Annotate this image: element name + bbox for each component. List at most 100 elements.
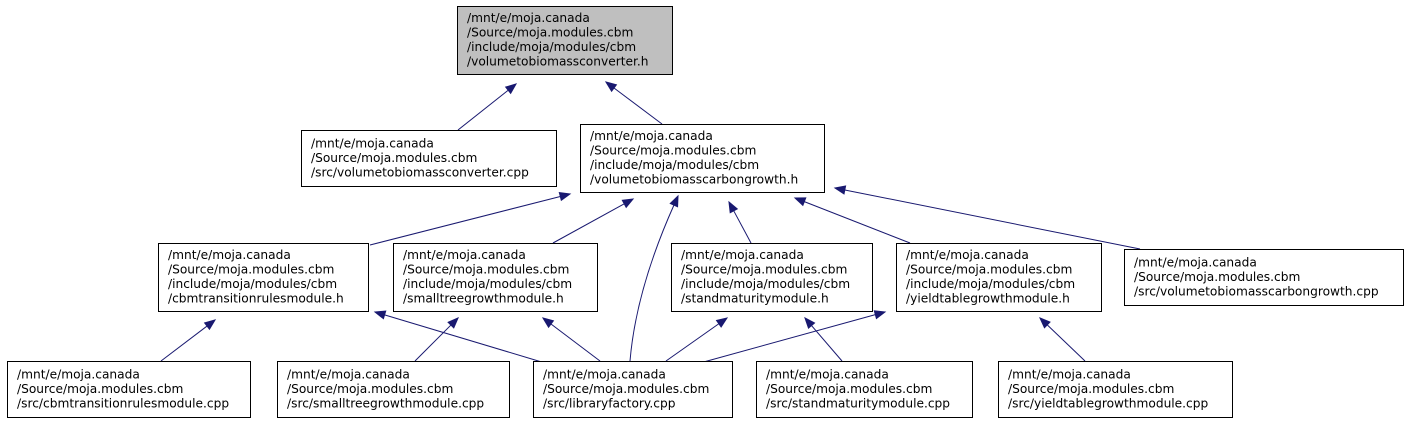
node-box (457, 6, 673, 75)
node-box (671, 243, 873, 312)
node-label-line: /src/volumetobiomassconverter.cpp (311, 165, 529, 179)
edge-vbcg_cpp-to-vbcg_h (833, 185, 1141, 250)
edge-vbcg_h-to-root (604, 81, 663, 125)
node-label-line: /mnt/e/moja.canada (403, 248, 526, 262)
node-label-line: /Source/moja.modules.cbm (1008, 382, 1174, 396)
node-label-line: /Source/moja.modules.cbm (403, 263, 569, 277)
node-label-line: /volumetobiomassconverter.h (467, 55, 648, 69)
edge-line (369, 195, 561, 246)
node-label-line: /Source/moja.modules.cbm (543, 382, 709, 396)
node-vbcg-cpp[interactable]: /mnt/e/moja.canada/Source/moja.modules.c… (1124, 249, 1404, 306)
node-label-line: /src/yieldtablegrowthmodule.cpp (1008, 396, 1208, 410)
arrowhead (447, 317, 459, 329)
node-label-line: /yieldtablegrowthmodule.h (906, 292, 1070, 306)
node-label-line: /src/smalltreegrowthmodule.cpp (287, 396, 484, 410)
arrowhead (715, 317, 729, 328)
node-label-line: /src/libraryfactory.cpp (543, 396, 676, 410)
node-label-line: /mnt/e/moja.canada (543, 367, 666, 381)
node-label-line: /Source/moja.modules.cbm (906, 263, 1072, 277)
edge-line (550, 323, 601, 362)
edge-line (804, 201, 911, 244)
arrowhead (203, 319, 217, 331)
node-ctr-h[interactable]: /mnt/e/moja.canada/Source/moja.modules.c… (158, 243, 369, 312)
node-root: /mnt/e/moja.canada/Source/moja.modules.c… (457, 6, 673, 75)
arrowhead (873, 310, 887, 320)
arrowhead (728, 200, 739, 214)
edge-stg_cpp-to-stg_h (414, 317, 459, 362)
node-stg-h[interactable]: /mnt/e/moja.canada/Source/moja.modules.c… (393, 243, 598, 312)
node-box (756, 361, 973, 418)
node-ytg-cpp[interactable]: /mnt/e/moja.canada/Source/moja.modules.c… (998, 361, 1233, 418)
node-label-line: /mnt/e/moja.canada (1134, 255, 1257, 269)
edge-sm_cpp-to-sm_h (804, 316, 843, 362)
node-label-line: /mnt/e/moja.canada (766, 367, 889, 381)
edge-line (552, 203, 625, 244)
node-label-line: /include/moja/modules/cbm (403, 277, 572, 291)
edge-lf_cpp-to-vbcg_h (629, 194, 679, 362)
edge-line (699, 314, 876, 364)
node-stg-cpp[interactable]: /mnt/e/moja.canada/Source/moja.modules.c… (277, 361, 510, 418)
node-label-line: /src/cbmtransitionrulesmodule.cpp (17, 396, 229, 410)
arrowhead (558, 192, 572, 202)
node-label-line: /Source/moja.modules.cbm (17, 382, 183, 396)
node-box (7, 361, 251, 418)
edge-ytg_cpp-to-ytg_h (1039, 317, 1086, 362)
node-label-line: /Source/moja.modules.cbm (590, 144, 756, 158)
nodes-layer: /mnt/e/moja.canada/Source/moja.modules.c… (7, 6, 1404, 418)
node-label-line: /Source/moja.modules.cbm (681, 263, 847, 277)
edge-line (613, 87, 663, 125)
edge-line (160, 325, 208, 362)
node-label-line: /mnt/e/moja.canada (467, 11, 590, 25)
node-box (1124, 249, 1404, 306)
edge-line (844, 189, 1141, 250)
arrowhead (541, 317, 555, 329)
node-label-line: /standmaturitymodule.h (681, 292, 829, 306)
arrowhead (621, 198, 635, 209)
node-label-line: /mnt/e/moja.canada (1008, 367, 1131, 381)
edge-line (384, 314, 546, 364)
node-box (580, 124, 825, 193)
node-box (896, 243, 1102, 312)
edge-line (1046, 324, 1086, 362)
edge-line (665, 323, 720, 362)
edges-layer (160, 81, 1141, 364)
node-label-line: /mnt/e/moja.canada (906, 248, 1029, 262)
edge-lf_cpp-to-ctr_h (373, 310, 546, 364)
node-lf-cpp[interactable]: /mnt/e/moja.canada/Source/moja.modules.c… (533, 361, 733, 418)
node-label-line: /mnt/e/moja.canada (681, 248, 804, 262)
edge-vbc_cpp-to-root (457, 83, 518, 131)
node-vbc-cpp[interactable]: /mnt/e/moja.canada/Source/moja.modules.c… (301, 130, 557, 187)
node-label-line: /mnt/e/moja.canada (287, 367, 410, 381)
edge-line (629, 204, 675, 362)
arrowhead (804, 316, 816, 330)
node-label-line: /Source/moja.modules.cbm (766, 382, 932, 396)
edge-sm_h-to-vbcg_h (728, 200, 752, 244)
node-label-line: /mnt/e/moja.canada (17, 367, 140, 381)
edge-stg_h-to-vbcg_h (552, 198, 635, 244)
node-label-line: /src/volumetobiomasscarbongrowth.cpp (1134, 284, 1379, 298)
arrowhead (833, 185, 847, 195)
arrowhead (604, 81, 618, 93)
node-label-line: /mnt/e/moja.canada (590, 129, 713, 143)
edge-line (733, 210, 752, 244)
node-label-line: /mnt/e/moja.canada (168, 248, 291, 262)
node-label-line: /cbmtransitionrulesmodule.h (168, 292, 344, 306)
node-label-line: /src/standmaturitymodule.cpp (766, 396, 950, 410)
node-sm-cpp[interactable]: /mnt/e/moja.canada/Source/moja.modules.c… (756, 361, 973, 418)
node-box (393, 243, 598, 312)
node-ytg-h[interactable]: /mnt/e/moja.canada/Source/moja.modules.c… (896, 243, 1102, 312)
node-box (533, 361, 733, 418)
node-label-line: /include/moja/modules/cbm (467, 40, 636, 54)
node-label-line: /Source/moja.modules.cbm (168, 263, 334, 277)
node-label-line: /include/moja/modules/cbm (168, 277, 337, 291)
arrowhead (1039, 317, 1051, 329)
node-ctr-cpp[interactable]: /mnt/e/moja.canada/Source/moja.modules.c… (7, 361, 251, 418)
node-label-line: /Source/moja.modules.cbm (467, 26, 633, 40)
node-box (158, 243, 369, 312)
node-sm-h[interactable]: /mnt/e/moja.canada/Source/moja.modules.c… (671, 243, 873, 312)
edge-lf_cpp-to-ytg_h (699, 310, 887, 364)
arrowhead (669, 194, 679, 208)
node-vbcg-h[interactable]: /mnt/e/moja.canada/Source/moja.modules.c… (580, 124, 825, 193)
arrowhead (373, 310, 387, 320)
